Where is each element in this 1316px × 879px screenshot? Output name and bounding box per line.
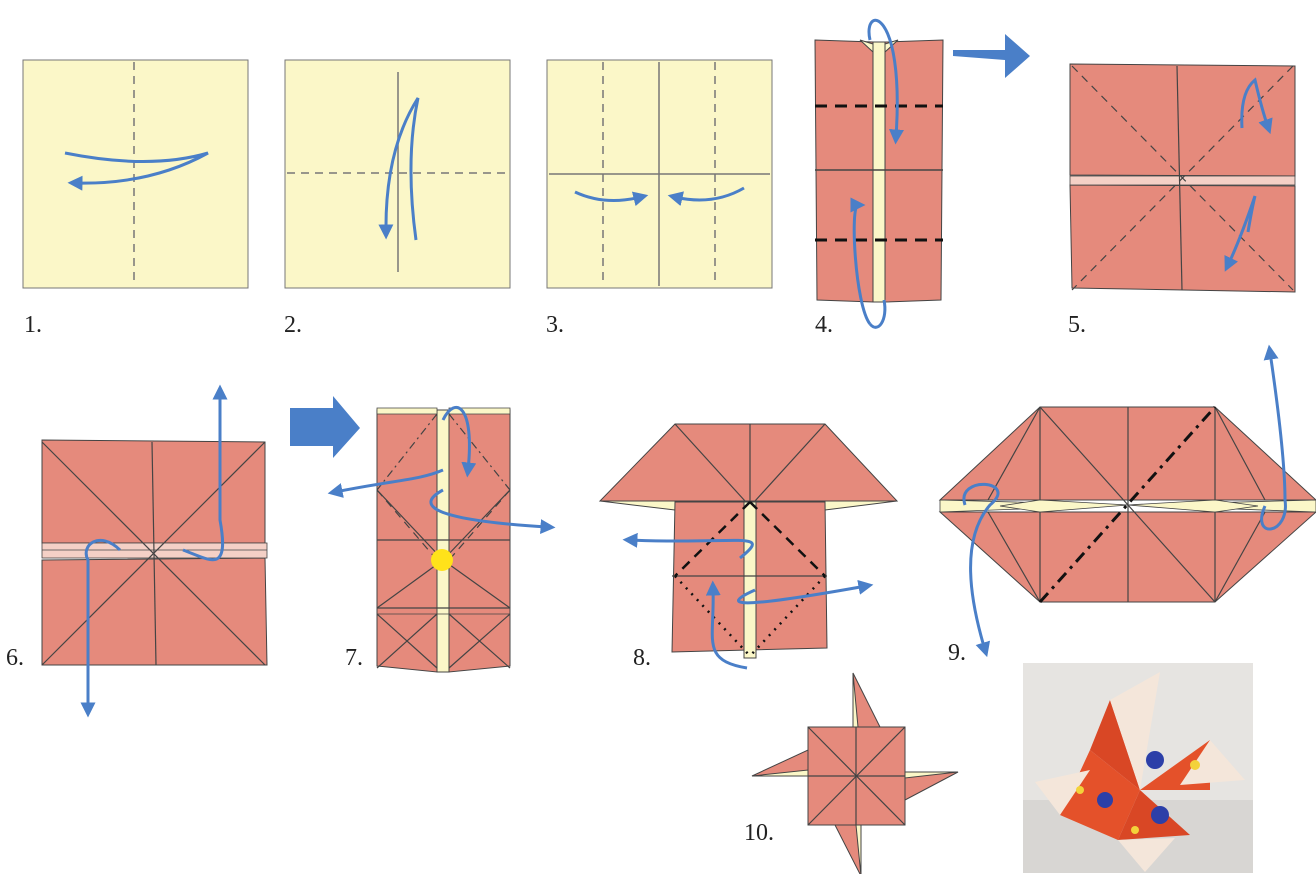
step-9-diagram [938, 344, 1316, 658]
fold-arrow [80, 538, 122, 718]
step-label: 6. [6, 645, 24, 671]
fold-arrow [1240, 77, 1273, 135]
step-label: 10. [744, 820, 774, 846]
fold-arrow [182, 384, 228, 562]
step-label: 9. [948, 640, 966, 666]
fold-arrow [962, 482, 1000, 658]
finished-pinwheel-photo [1023, 663, 1253, 873]
step-label: 7. [345, 645, 363, 671]
step-label: 4. [815, 312, 833, 338]
next-step-arrow [290, 396, 360, 458]
step-6-diagram [41, 384, 268, 718]
fold-arrow [1224, 195, 1257, 272]
fold-arrow [705, 580, 748, 670]
step-4-diagram [814, 18, 944, 329]
step-8-diagram [598, 423, 899, 670]
step-label: 5. [1068, 312, 1086, 338]
step-label: 2. [284, 312, 302, 338]
step-label: 8. [633, 645, 651, 671]
step-2-diagram [284, 59, 511, 289]
fold-arrow [441, 406, 477, 478]
step-3-diagram [546, 59, 773, 289]
fold-arrow [850, 197, 872, 325]
step-label: 3. [546, 312, 564, 338]
next-step-arrow [953, 34, 1030, 78]
step-label: 1. [24, 312, 42, 338]
step-5-diagram [1069, 63, 1296, 293]
fold-arrow [378, 97, 420, 241]
fold-arrow [737, 579, 874, 605]
fold-arrow [867, 18, 904, 145]
step-7-diagram [327, 406, 556, 673]
fold-arrow [622, 532, 754, 560]
highlight-dot [431, 549, 453, 571]
fold-arrow [64, 151, 209, 191]
step-1-diagram [22, 59, 249, 289]
fold-arrow [429, 488, 556, 535]
fold-arrow [667, 186, 745, 207]
fold-arrow [327, 468, 444, 498]
fold-arrow [1260, 344, 1287, 531]
step-10-diagram [751, 672, 959, 877]
fold-arrow [574, 190, 649, 207]
